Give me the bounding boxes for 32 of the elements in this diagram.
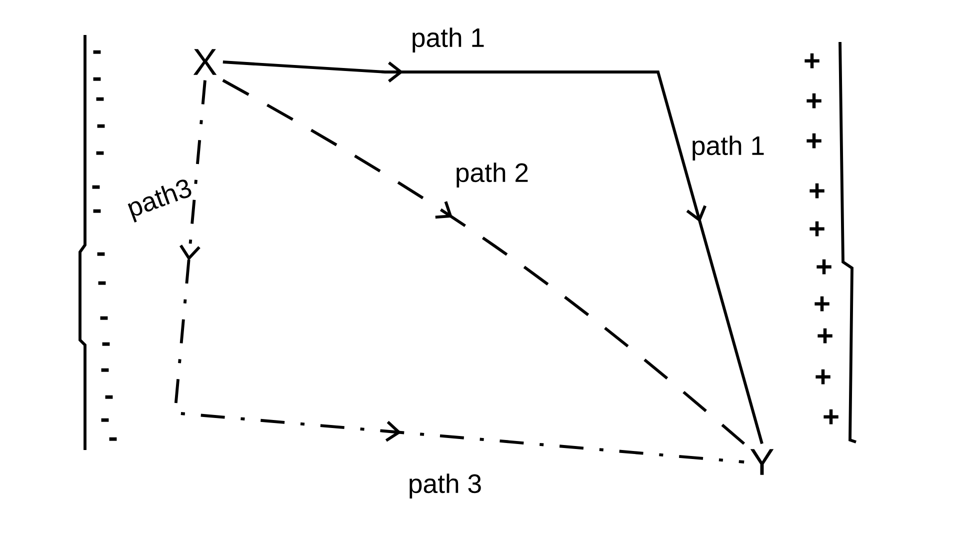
charge-sign: - bbox=[105, 395, 113, 399]
charge-sign: + bbox=[816, 259, 832, 274]
charge-sign: + bbox=[810, 221, 824, 236]
charge-sign: + bbox=[810, 183, 824, 198]
edge-label: path 1 bbox=[410, 26, 486, 54]
charge-sign: + bbox=[806, 133, 822, 148]
edge-label: path 2 bbox=[454, 161, 530, 189]
charge-sign: - bbox=[93, 209, 101, 213]
charge-sign: + bbox=[804, 53, 820, 68]
charge-sign: + bbox=[816, 369, 830, 384]
charge-sign: + bbox=[818, 328, 832, 344]
charge-sign: - bbox=[109, 437, 117, 441]
charge-sign: - bbox=[92, 185, 100, 189]
charge-sign: - bbox=[98, 281, 106, 285]
point-label: Y bbox=[750, 449, 774, 475]
charge-sign: + bbox=[814, 296, 830, 312]
charge-sign: - bbox=[93, 50, 101, 54]
path-label: path 1 bbox=[692, 136, 764, 160]
charge-sign: + bbox=[806, 93, 822, 108]
charge-sign: - bbox=[102, 342, 110, 346]
charge-sign: - bbox=[93, 77, 101, 81]
path-label: path3 bbox=[128, 180, 192, 222]
charge-sign: - bbox=[97, 124, 105, 128]
charge-sign: + bbox=[824, 409, 838, 424]
edge-label: path 3 bbox=[406, 472, 484, 500]
charge-sign: - bbox=[96, 97, 104, 101]
charge-sign: - bbox=[101, 368, 109, 372]
point-label: X bbox=[193, 49, 217, 75]
charge-sign: - bbox=[100, 316, 108, 320]
charge-sign: - bbox=[101, 418, 109, 422]
charge-sign: - bbox=[96, 151, 104, 155]
charge-sign: - bbox=[97, 252, 105, 256]
